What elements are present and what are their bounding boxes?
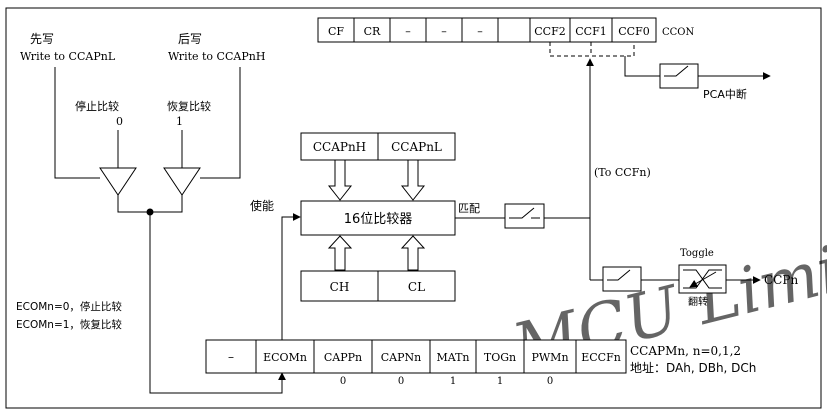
resume-value: 1	[176, 115, 183, 128]
ccon-bit-3: –	[477, 25, 483, 38]
wire-write-l	[54, 67, 100, 179]
reg-ch-label: CH	[330, 280, 350, 294]
pca-interrupt-label: PCA中断	[703, 87, 747, 101]
ccapm-bit-ecomn: ECOMn	[263, 351, 307, 364]
toggle-cn-label: 翻转	[688, 295, 708, 308]
buffer-stop	[99, 167, 137, 196]
ccon-bit-ccf2: CCF2	[534, 25, 565, 38]
ccpn-label: CCPn	[764, 273, 798, 287]
reg-ch	[300, 270, 379, 302]
resume-compare-label: 恢复比较	[167, 99, 211, 113]
ccapm-val-cappn: 0	[340, 376, 346, 387]
ccf-or-group	[549, 42, 635, 57]
to-ccfn-label: (To CCFn)	[594, 166, 651, 179]
ccapm-title: CCAPMn, n=0,1,2	[630, 344, 741, 358]
arrow-ch-up	[327, 235, 353, 271]
later-write-en: Write to CCAPnH	[168, 50, 265, 63]
reg-ccapnh-label: CCAPnH	[313, 140, 366, 154]
match-label: 匹配	[458, 202, 480, 215]
ccapm-val-togn: 1	[497, 376, 503, 387]
ccon-bit-cr: CR	[364, 25, 381, 38]
reg-cl	[377, 270, 456, 302]
toggle-arrow	[689, 271, 717, 288]
first-write-cn: 先写	[30, 32, 54, 46]
first-write-en: Write to CCAPnL	[20, 50, 116, 63]
toggle-label: Toggle	[680, 248, 714, 259]
ccapm-bit-togn: TOGn	[484, 351, 516, 364]
ecom1-label: ECOMn=1，恢复比较	[16, 318, 122, 331]
match-switch	[504, 203, 545, 229]
comparator-16bit	[300, 200, 456, 236]
toggle-cross-icon	[683, 269, 722, 289]
buffer-resume	[163, 167, 201, 196]
ccapm-bit-cappn: CAPPn	[324, 351, 362, 364]
arrow-ccapnh-down	[327, 159, 353, 201]
enable-label: 使能	[250, 198, 274, 213]
stop-value: 0	[116, 115, 123, 128]
wire-enable	[281, 213, 301, 340]
ccapm-address: 地址：DAh, DBh, DCh	[630, 361, 756, 375]
toggle-switch-blade	[607, 269, 631, 281]
reg-ccapnl	[377, 132, 456, 161]
ccapm-register	[205, 339, 627, 374]
ccapm-bit-pwmn: PWMn	[531, 351, 568, 364]
ccapm-bit-matn: MATn	[436, 351, 469, 364]
int-switch-blade	[664, 65, 689, 77]
ecom0-label: ECOMn=0，停止比较	[16, 300, 122, 313]
ccapm-val-pwmn: 0	[547, 376, 553, 387]
arrow-ccapnl-down	[400, 159, 426, 201]
ccapm-val-capnn: 0	[398, 376, 404, 387]
ccon-bit-cf: CF	[328, 25, 344, 38]
ccon-bit-ccf1: CCF1	[575, 25, 606, 38]
reg-ccapnl-label: CCAPnL	[391, 140, 442, 154]
ccapm-bit-capnn: CAPNn	[381, 351, 421, 364]
ccapm-bit-7: –	[228, 350, 234, 364]
later-write-cn: 后写	[178, 32, 202, 46]
ccon-name: CCON	[662, 27, 695, 38]
outer-frame	[5, 7, 822, 409]
ccon-bit-5: –	[405, 25, 411, 38]
match-switch-blade	[509, 207, 535, 219]
ccapm-val-matn: 1	[450, 376, 456, 387]
wire-to-ecomn	[149, 212, 286, 394]
toggle-switch	[602, 266, 642, 292]
ccapm-bit-eccfn: ECCFn	[581, 351, 621, 364]
stop-compare-label: 停止比较	[75, 99, 119, 113]
comparator-label: 16位比较器	[344, 212, 413, 227]
arrow-cl-up	[400, 235, 426, 271]
wire-write-h	[200, 67, 241, 179]
reg-cl-label: CL	[408, 280, 425, 294]
wire-to-int-switch	[624, 56, 660, 77]
ccon-bit-4: –	[441, 25, 447, 38]
ccon-register	[317, 17, 657, 43]
ccon-bit-ccf0: CCF0	[618, 25, 649, 38]
